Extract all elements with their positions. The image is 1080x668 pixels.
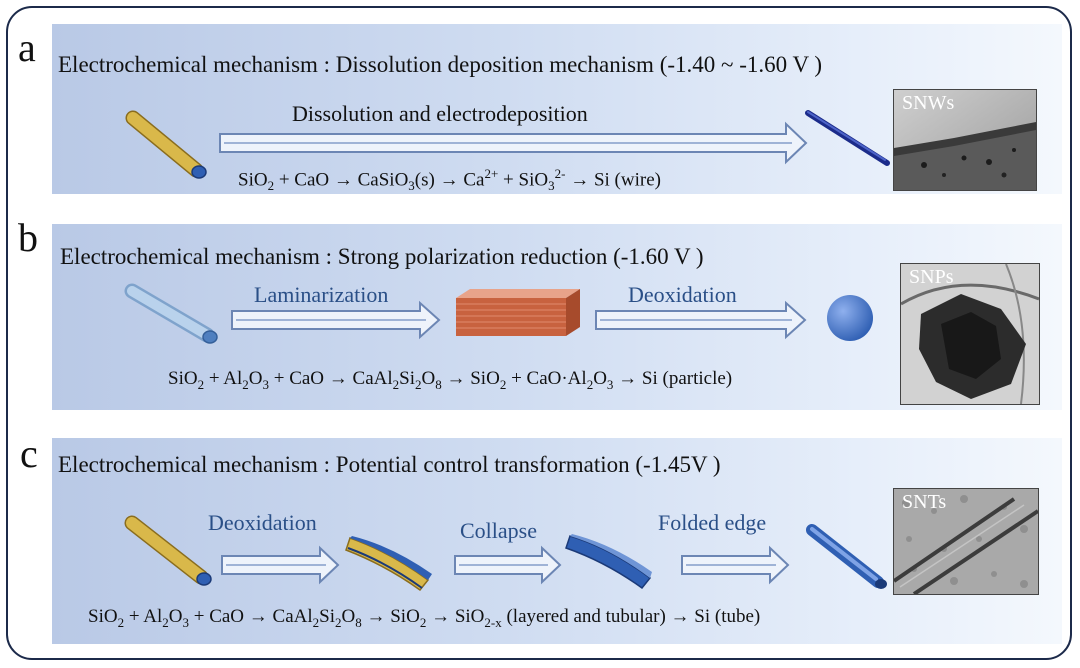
arrow-icon xyxy=(681,545,790,585)
layered-block-icon xyxy=(456,289,580,336)
panel-c-letter: c xyxy=(20,431,38,476)
nanowire-icon xyxy=(805,110,890,166)
arrow-icon xyxy=(221,545,340,585)
tem-micrograph-icon xyxy=(894,90,1036,190)
panel-c-tem-image: SNTs xyxy=(893,488,1039,595)
panel-b-step2-label: Deoxidation xyxy=(628,282,737,307)
panel-c-step1-label: Deoxidation xyxy=(208,510,317,535)
panel-b-letter: b xyxy=(18,215,38,260)
panel-b-equation: SiO2 + Al2O3 + CaO → CaAl2Si2O8 → SiO2 +… xyxy=(168,368,733,392)
collapsed-sheet-icon xyxy=(565,534,652,590)
blue-tube-icon xyxy=(124,283,218,344)
panel-a-tem-image: SNWs xyxy=(893,89,1037,191)
tem-micrograph-icon xyxy=(894,489,1038,594)
panel-a-mechanism: Electrochemical mechanism : Dissolution … xyxy=(58,52,823,77)
layered-tube-icon xyxy=(345,536,432,592)
arrow-icon xyxy=(219,121,808,165)
panel-a-tem-label: SNWs xyxy=(902,92,955,114)
panel-c-equation: SiO2 + Al2O3 + CaO → CaAl2Si2O8 → SiO2 →… xyxy=(88,606,761,630)
nanotube-icon xyxy=(806,524,887,589)
panel-a-letter: a xyxy=(18,25,36,70)
arrow-icon xyxy=(454,545,562,585)
panel-c-step2-label: Collapse xyxy=(460,518,537,543)
panel-b-tem-image: SNPs xyxy=(900,263,1040,405)
panel-b-mechanism: Electrochemical mechanism : Strong polar… xyxy=(60,244,704,269)
panel-b-tem-label: SNPs xyxy=(909,266,954,288)
tem-micrograph-icon xyxy=(901,264,1039,404)
panel-a-equation: SiO2 + CaO → CaSiO3(s) → Ca2+ + SiO32- →… xyxy=(238,166,661,194)
arrow-icon xyxy=(231,300,441,340)
panel-b-step1-label: Laminarization xyxy=(254,282,389,307)
panel-c-mechanism: Electrochemical mechanism : Potential co… xyxy=(58,452,721,477)
nanoparticle-icon xyxy=(827,295,873,341)
arrow-icon xyxy=(595,300,807,340)
panel-c-tem-label: SNTs xyxy=(902,491,947,513)
panel-a-step-label: Dissolution and electrodeposition xyxy=(292,101,588,126)
yellow-tube-icon xyxy=(125,110,207,179)
yellow-tube-icon xyxy=(124,515,212,586)
panel-c-step3-label: Folded edge xyxy=(658,510,767,535)
